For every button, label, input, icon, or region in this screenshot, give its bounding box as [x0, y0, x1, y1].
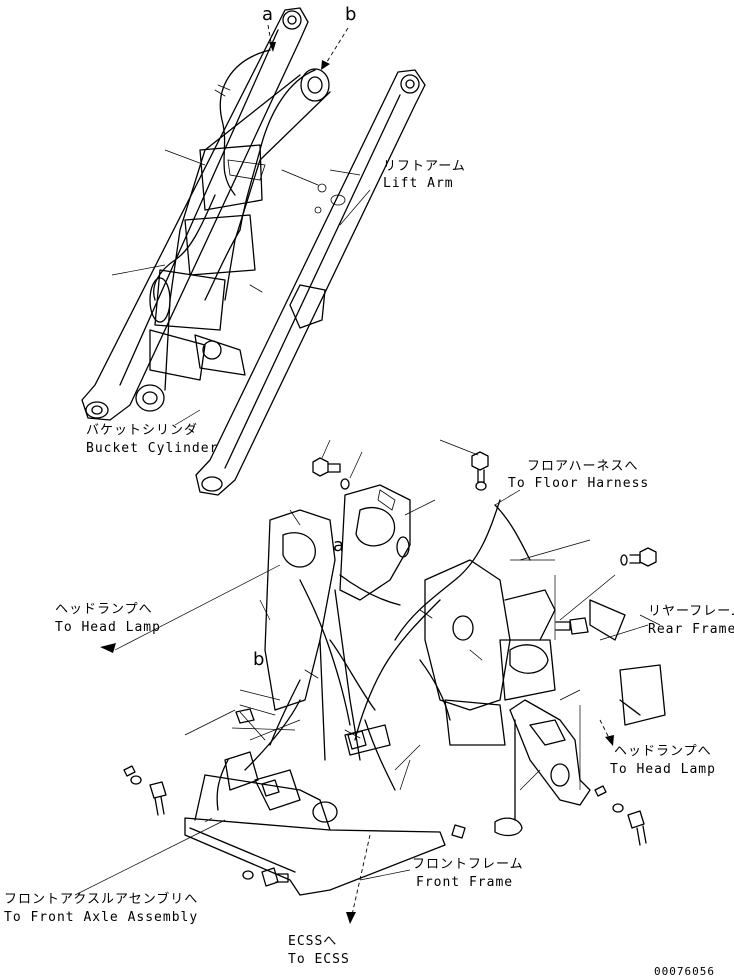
lift-arm-label-en: Lift Arm — [383, 176, 454, 191]
right-lift-arm — [195, 69, 426, 496]
head-lamp-left-label-jp: ヘッドランプへ — [55, 602, 153, 617]
front-frame-label-en: Front Frame — [416, 875, 513, 890]
arrow-front-frame — [359, 869, 411, 881]
arrow-to-ecss — [346, 834, 371, 924]
front-frame — [184, 484, 523, 896]
rear-frame-label-en: Rear Frame — [648, 622, 734, 637]
lift-arm-label-jp: リフトアーム — [383, 159, 466, 174]
fasteners — [123, 451, 657, 887]
arrow-rear-frame — [599, 624, 649, 641]
callout-a-mid-label: a — [333, 535, 344, 556]
ecss-label-en: To ECSS — [288, 952, 350, 967]
front-axle-label-jp: フロントアクスルアセンブリへ — [4, 891, 198, 907]
bucket-cylinder-top — [135, 68, 331, 412]
callout-a-mid: a — [333, 535, 344, 556]
callout-b-mid: b — [253, 649, 264, 670]
callout-b-mid-label: b — [253, 649, 264, 670]
rear-frame — [424, 559, 666, 821]
arrow-to-head-lamp-left — [100, 564, 281, 653]
upper-wiring-harness — [153, 49, 346, 301]
rear-frame-label-jp: リヤーフレーム — [648, 604, 734, 619]
drawing-number: 00076056 — [654, 965, 715, 978]
arrow-to-front-axle — [74, 817, 226, 896]
bucket-cylinder-label-en: Bucket Cylinder — [86, 441, 218, 456]
callout-b-top-label: b — [345, 4, 356, 25]
lower-wiring-harness — [216, 489, 531, 811]
upper-leaders — [111, 149, 371, 426]
lower-leaders — [184, 439, 661, 791]
callout-b-top: b — [321, 4, 356, 70]
callout-a-top-label: a — [262, 4, 273, 25]
floor-harness-label-en: To Floor Harness — [508, 476, 649, 491]
bucket-cylinder-label-jp: バケットシリンダ — [86, 423, 198, 438]
head-lamp-left-label-en: To Head Lamp — [55, 620, 161, 635]
left-lift-arm — [81, 7, 309, 421]
ecss-label-jp: ECSSへ — [288, 934, 337, 949]
arrow-to-head-lamp-right — [599, 719, 614, 746]
front-axle-label-en: To Front Axle Assembly — [4, 910, 198, 925]
callout-a-top: a — [262, 4, 276, 52]
head-lamp-right-label-jp: ヘッドランプへ — [614, 744, 712, 759]
head-lamp-right-label-en: To Head Lamp — [610, 762, 716, 777]
front-frame-label-jp: フロントフレーム — [412, 857, 524, 872]
floor-harness-label-jp: フロアハーネスへ — [527, 459, 638, 474]
